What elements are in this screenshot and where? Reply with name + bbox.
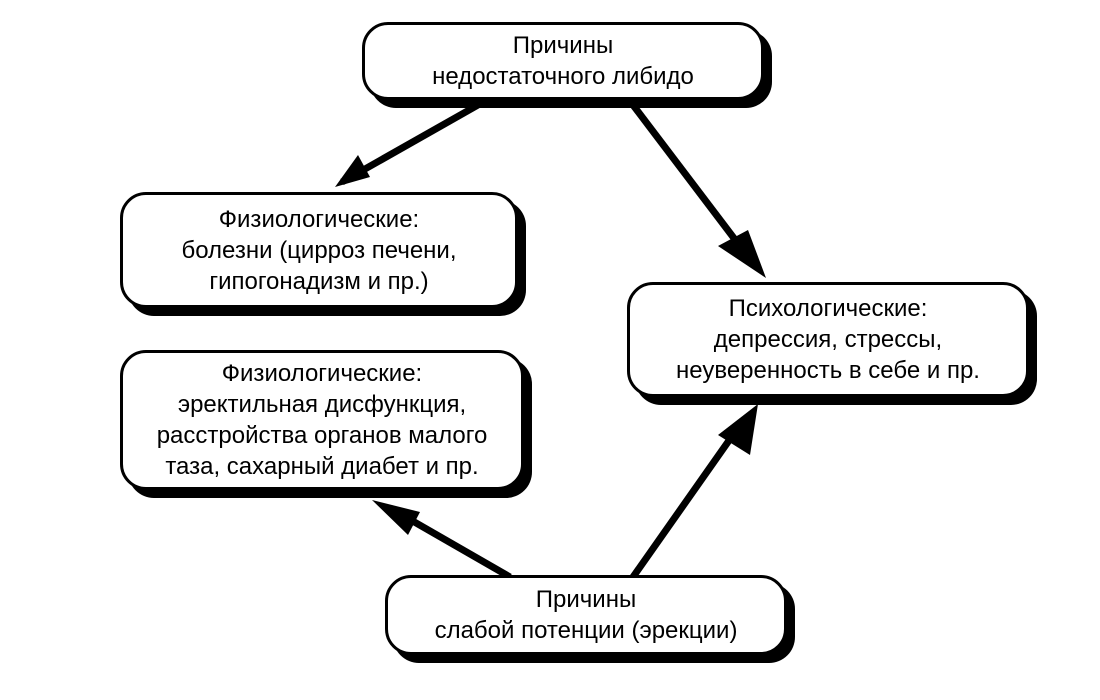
node-psychological: Психологические: депрессия, стрессы, неу… xyxy=(627,282,1029,397)
node-physio-potency-line-2: расстройства органов малого xyxy=(156,422,488,449)
node-potency-subtitle: слабой потенции (эрекции) xyxy=(434,617,738,644)
node-psycho-line-2: неуверенность в себе и пр. xyxy=(676,357,980,384)
node-physio-potency-heading: Физиологические: xyxy=(221,360,423,387)
node-psycho-heading: Психологические: xyxy=(728,295,928,322)
node-potency-causes: Причины слабой потенции (эрекции) xyxy=(385,575,787,655)
node-physiological-diseases: Физиологические: болезни (цирроз печени,… xyxy=(120,192,518,308)
node-potency-title: Причины xyxy=(535,586,637,613)
arrowhead-physiological-bottom xyxy=(372,500,420,535)
node-physio-libido-line-1: болезни (цирроз печени, xyxy=(181,236,457,264)
arrow-potency-to-psychological xyxy=(630,419,745,580)
arrowhead-psychological-top xyxy=(718,230,766,278)
node-libido-title: Причины xyxy=(512,32,614,59)
node-physio-potency-line-3: таза, сахарный диабет и пр. xyxy=(165,453,479,480)
node-libido-subtitle: недостаточного либидо xyxy=(432,63,694,90)
node-libido-causes: Причины недостаточного либидо xyxy=(362,22,764,100)
node-physio-libido-heading: Физиологические: xyxy=(218,205,420,233)
arrowhead-physiological xyxy=(335,155,370,187)
node-physiological-dysfunction: Физиологические: эректильная дисфункция,… xyxy=(120,350,524,490)
node-physio-libido-line-2: гипогонадизм и пр.) xyxy=(209,267,429,295)
node-physio-potency-line-1: эректильная дисфункция, xyxy=(177,391,467,418)
node-psycho-line-1: депрессия, стрессы, xyxy=(713,326,943,353)
arrow-libido-to-psychological xyxy=(630,102,755,265)
arrowhead-psychological-bottom xyxy=(718,404,758,455)
